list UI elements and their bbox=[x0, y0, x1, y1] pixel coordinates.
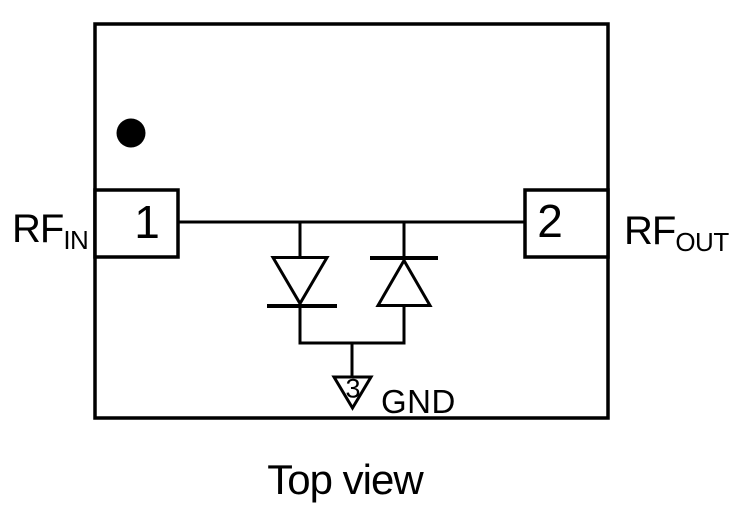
pin1-indicator-dot bbox=[116, 118, 146, 148]
rf-out-label-main: RF bbox=[624, 209, 676, 253]
rf-out-label: RFOUT bbox=[624, 209, 729, 255]
pin1-number: 1 bbox=[134, 196, 160, 248]
pin1-pad bbox=[93, 188, 180, 259]
diode-left-body bbox=[270, 256, 330, 307]
rf-in-label-main: RF bbox=[12, 207, 64, 251]
rf-in-label: RFIN bbox=[12, 207, 89, 253]
pin2-pad bbox=[523, 188, 610, 259]
gnd-label: GND bbox=[381, 383, 456, 420]
figure-caption: Top view bbox=[267, 456, 423, 503]
pin3-number: 3 bbox=[345, 373, 361, 404]
diode-right-body bbox=[375, 257, 433, 307]
rf-out-label-subscript: OUT bbox=[675, 227, 729, 257]
rf-in-label-subscript: IN bbox=[63, 225, 89, 255]
schematic-lines bbox=[93, 22, 610, 420]
ground-symbol-triangle bbox=[331, 375, 374, 411]
pin2-number: 2 bbox=[537, 195, 563, 247]
